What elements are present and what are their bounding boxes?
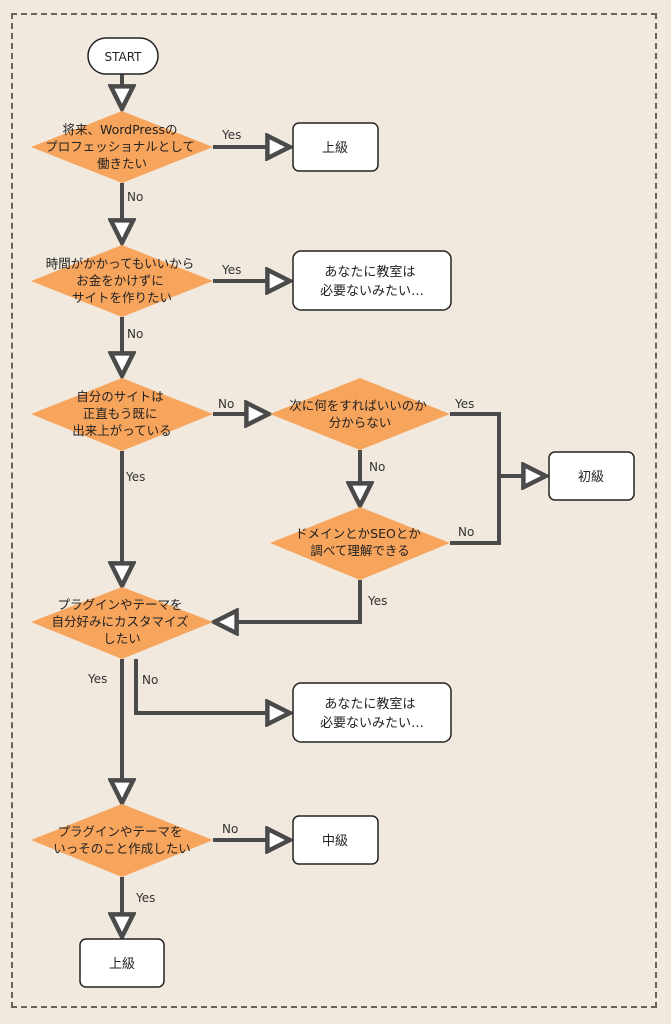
decision-q5-text: ドメインとかSEOとか 調べて理解できる <box>295 526 425 558</box>
dashed-frame <box>11 13 657 1008</box>
result-intermediate: 中級 <box>292 815 379 865</box>
result-no-class-1: あなたに教室は 必要ないみたい… <box>292 250 452 311</box>
edge-q5-yes <box>217 580 362 622</box>
decision-q6: プラグインやテーマを 自分好みにカスタマイズ したい <box>31 587 213 659</box>
decision-q1-text: 将来、WordPressの プロフェッショナルとして 働きたい <box>45 122 199 171</box>
label-q4-no: No <box>369 460 385 474</box>
label-q2-no: No <box>127 327 143 341</box>
label-q1-no: No <box>127 190 143 204</box>
result-advanced-1: 上級 <box>292 122 379 172</box>
svg-text:中級: 中級 <box>322 834 348 849</box>
label-q7-no: No <box>222 822 238 836</box>
label-q3-yes: Yes <box>125 470 145 484</box>
decision-q6-text: プラグインやテーマを 自分好みにカスタマイズ したい <box>51 597 192 646</box>
decision-q1: 将来、WordPressの プロフェッショナルとして 働きたい <box>31 111 213 183</box>
decision-q7: プラグインやテーマを いっそのこと作成したい <box>31 804 213 877</box>
decision-q4: 次に何をすればいいのか 分からない <box>270 378 450 450</box>
start-node: START <box>87 37 159 75</box>
edge-q4-yes <box>450 412 543 476</box>
result-advanced-2: 上級 <box>79 938 165 988</box>
result-no-class-2: あなたに教室は 必要ないみたい… <box>292 682 452 743</box>
edge-q6-no <box>134 659 287 713</box>
svg-text:初級: 初級 <box>578 470 604 485</box>
decision-q3: 自分のサイトは 正直もう既に 出来上がっている <box>31 378 213 451</box>
label-q7-yes: Yes <box>135 891 155 905</box>
label-q4-yes: Yes <box>454 397 474 411</box>
label-q1-yes: Yes <box>221 128 241 142</box>
svg-text:上級: 上級 <box>322 141 348 156</box>
svg-text:あなたに教室は 必要ないみたい…: あなたに教室は 必要ないみたい… <box>320 696 424 731</box>
start-text: START <box>104 50 142 64</box>
decision-q7-text: プラグインやテーマを いっそのこと作成したい <box>53 824 191 856</box>
label-q2-yes: Yes <box>221 263 241 277</box>
result-beginner: 初級 <box>548 451 635 501</box>
edge-q5-no <box>450 476 501 545</box>
svg-text:あなたに教室は 必要ないみたい…: あなたに教室は 必要ないみたい… <box>320 264 424 299</box>
decision-q4-text: 次に何をすればいいのか 分からない <box>289 398 431 430</box>
label-q6-no: No <box>142 673 158 687</box>
svg-text:上級: 上級 <box>109 957 135 972</box>
label-q3-no: No <box>218 397 234 411</box>
label-q5-no: No <box>458 525 474 539</box>
label-q6-yes: Yes <box>87 672 107 686</box>
decision-q2-text: 時間がかかってもいいから お金をかけずに サイトを作りたい <box>46 256 199 305</box>
label-q5-yes: Yes <box>367 594 387 608</box>
decision-q5: ドメインとかSEOとか 調べて理解できる <box>270 507 450 580</box>
decision-q3-text: 自分のサイトは 正直もう既に 出来上がっている <box>72 389 171 438</box>
decision-q2: 時間がかかってもいいから お金をかけずに サイトを作りたい <box>31 245 213 317</box>
